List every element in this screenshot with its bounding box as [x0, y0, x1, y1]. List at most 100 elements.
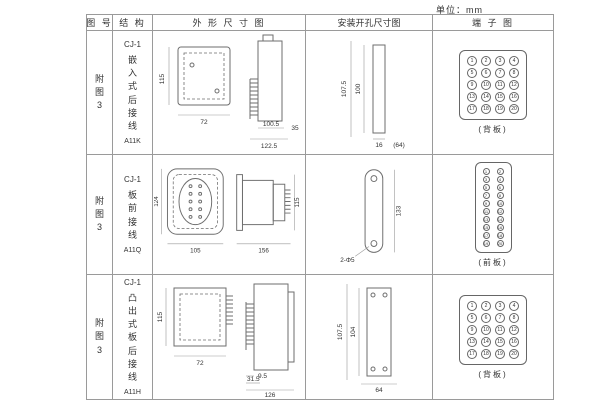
outline-drawing-a11q: 124 105 156 115	[154, 167, 301, 254]
terminal-circle: 20	[496, 239, 504, 247]
terminal-circle: 2	[496, 167, 504, 175]
outline-drawing-a11h: 115 72 9.5 31.5 126	[157, 283, 295, 398]
install-cell: 133 2-Φ5	[306, 155, 433, 275]
terminal-circle: 7	[482, 191, 490, 199]
terminal-circle: 10	[481, 80, 491, 90]
terminal-circle: 18	[481, 348, 491, 359]
type-code: A11H	[124, 388, 141, 396]
install-cell: 107.5 104 64	[306, 275, 433, 400]
dim-label: 64	[375, 387, 383, 394]
fig-no-cell: 附图3	[87, 155, 113, 275]
terminal-circle: 18	[496, 231, 504, 239]
terminal-circle: 19	[495, 348, 505, 359]
terminal-circle: 20	[509, 348, 519, 359]
dim-label: 124	[154, 195, 160, 206]
structure-cell: CJ-1 嵌入式后接线 A11K	[113, 31, 153, 155]
terminal-circle: 14	[481, 92, 491, 102]
terminal-circle: 8	[509, 68, 519, 78]
spec-table: 图 号 结 构 外 形 尺 寸 图 安装开孔尺寸图 端 子 图 附图3 CJ-1…	[86, 14, 554, 400]
terminal-circle: 4	[496, 175, 504, 183]
dim-label: 115	[157, 311, 164, 322]
terminal-circle: 19	[482, 239, 490, 247]
structure-cell: CJ-1 板前接线 A11Q	[113, 155, 153, 275]
terminal-circle: 15	[495, 336, 505, 347]
outline-drawing-a11k: 115 72 100.5 35 122.5	[159, 34, 299, 150]
dim-label: 16	[375, 142, 383, 149]
header-fig-no: 图 号	[87, 15, 113, 31]
terminal-circle: 14	[496, 215, 504, 223]
terminal-circle: 8	[496, 191, 504, 199]
fig-no: 附图3	[94, 318, 104, 355]
fig-no-cell: 附图3	[87, 31, 113, 155]
model-label: CJ-1	[124, 278, 141, 288]
dim-label: 156	[258, 247, 269, 254]
terminal-circle: 16	[496, 223, 504, 231]
model-label: CJ-1	[124, 175, 141, 185]
dim-label: 35	[291, 125, 299, 132]
model-label: CJ-1	[124, 40, 141, 50]
dim-label: 31.5	[247, 376, 260, 383]
install-drawing-a11q: 133 2-Φ5	[340, 168, 402, 264]
dim-label: 107.5	[337, 323, 344, 340]
terminal-circle: 11	[495, 80, 505, 90]
terminal-circle: 1	[482, 167, 490, 175]
terminal-circle: 9	[467, 80, 477, 90]
dim-label: 133	[395, 205, 402, 216]
dim-label: 100.5	[263, 121, 280, 128]
dim-label: 104	[350, 326, 357, 337]
dim-label: 72	[200, 119, 208, 126]
terminal-circle: 12	[509, 324, 519, 335]
outline-cell: 115 72 100.5 35 122.5	[153, 31, 306, 155]
terminal-circle: 3	[495, 56, 505, 66]
terminal-circle: 2	[481, 300, 491, 311]
terminal-circle: 12	[509, 80, 519, 90]
terminal-circle: 17	[467, 104, 477, 114]
terminal-circle: 16	[509, 92, 519, 102]
dim-label: 2-Φ5	[340, 257, 355, 264]
terminal-circle: 16	[509, 336, 519, 347]
install-cell: 107.5 100 16 (64)	[306, 31, 433, 155]
dim-label: 9.5	[258, 373, 267, 380]
structure-desc: 嵌入式后接线	[127, 55, 137, 131]
terminal-circle: 11	[482, 207, 490, 215]
header-structure: 结 构	[113, 15, 153, 31]
terminal-circle: 4	[509, 300, 519, 311]
dim-label: 107.5	[341, 80, 348, 97]
terminal-circle: 13	[467, 336, 477, 347]
terminal-circle: 15	[495, 92, 505, 102]
header-outline: 外 形 尺 寸 图	[153, 15, 306, 31]
fig-no: 附图3	[94, 73, 104, 111]
terminal-circle: 5	[467, 68, 477, 78]
terminal-circle: 3	[495, 300, 505, 311]
terminal-circle: 1	[467, 300, 477, 311]
outline-cell: 115 72 9.5 31.5 126	[153, 275, 306, 400]
terminal-circle: 12	[496, 207, 504, 215]
dim-label: 105	[190, 247, 201, 254]
dim-label: (64)	[393, 142, 405, 149]
structure-desc: 凸出式板后接线	[127, 293, 137, 382]
terminal-circle: 4	[509, 56, 519, 66]
terminal-circle: 8	[509, 312, 519, 323]
terminal-circle: 11	[495, 324, 505, 335]
structure-cell: CJ-1 凸出式板后接线 A11H	[113, 275, 153, 400]
type-code: A11K	[124, 137, 141, 145]
terminal-circle: 13	[467, 92, 477, 102]
dim-label: 122.5	[261, 143, 278, 150]
install-drawing-a11k: 107.5 100 16 (64)	[341, 40, 405, 149]
terminal-circle: 13	[482, 215, 490, 223]
terminal-circle: 7	[495, 312, 505, 323]
outline-cell: 124 105 156 115	[153, 155, 306, 275]
terminal-circle: 10	[481, 324, 491, 335]
install-drawing-a11h: 107.5 104 64	[337, 284, 397, 394]
structure-desc: 板前接线	[127, 190, 137, 240]
terminal-circle: 1	[467, 56, 477, 66]
terminal-circle: 10	[496, 199, 504, 207]
